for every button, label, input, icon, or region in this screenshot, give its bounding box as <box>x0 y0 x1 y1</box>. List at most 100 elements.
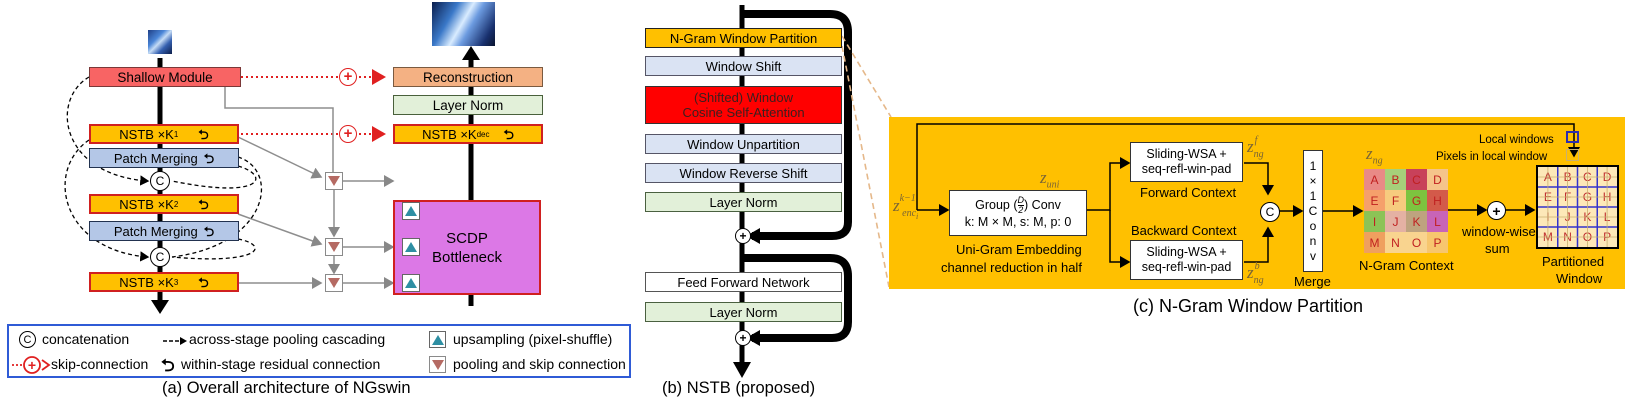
caption-a: (a) Overall architecture of NGswin <box>162 379 411 397</box>
residual-icon: ⮌ <box>198 126 209 142</box>
forward-wsa-line2: seq-refl-win-pad <box>1141 162 1232 176</box>
feed-forward-box: Feed Forward Network <box>645 272 842 292</box>
pixels-local-swatch <box>1566 149 1579 161</box>
nstb-k3-sub: 3 <box>173 277 179 287</box>
pooling-triangle-icon <box>328 176 340 186</box>
legend-skip-label: skip-connection <box>51 356 149 372</box>
backward-context-label: Backward Context <box>1131 223 1237 238</box>
zoom-lines <box>841 35 892 288</box>
svg-text:+: + <box>28 357 36 373</box>
ngram-cell: H <box>1427 190 1448 211</box>
window-label: Window <box>1556 271 1603 286</box>
nstb-kdec-sub: dec <box>476 129 490 139</box>
concat-node-1-label: C <box>155 174 165 188</box>
upsample-tag-2 <box>402 238 420 256</box>
window-reverse-shift-box: Window Reverse Shift <box>645 163 842 183</box>
pooling-tag-3 <box>325 274 343 292</box>
skip-connections <box>241 69 386 142</box>
ngram-cell: P <box>1427 232 1448 253</box>
local-windows-label: Local windows <box>1479 134 1554 146</box>
ngram-cell: L <box>1427 211 1448 232</box>
ngram-cell: K <box>1406 211 1427 232</box>
scdp-label: SCDP <box>446 229 488 247</box>
layer-norm-a-label: Layer Norm <box>432 97 504 113</box>
reconstruction-box: Reconstruction <box>393 67 543 87</box>
ngram-cell: E <box>1364 190 1385 211</box>
cosine-attention-box: (Shifted) Window Cosine Self-Attention <box>645 86 842 124</box>
conv-char: n <box>1309 233 1317 248</box>
zng-label: zng <box>1366 144 1383 167</box>
pooling-connectors <box>224 85 395 289</box>
partitioned-label: Partitioned <box>1542 254 1605 269</box>
legend-upsampling-label: upsampling (pixel-shuffle) <box>453 331 613 347</box>
conv-char: × <box>1309 173 1317 188</box>
patch-merging-2-box: Patch Merging ⮌ <box>89 221 239 241</box>
residual-icon: ⮌ <box>203 223 215 239</box>
skip-plus-1-icon: + <box>339 68 357 86</box>
window-unpartition-box: Window Unpartition <box>645 134 842 154</box>
ngram-cell: M <box>1364 232 1385 253</box>
pooling-triangle-icon <box>328 278 340 288</box>
ngram-cell: A <box>1364 169 1385 190</box>
input-z-label: z k−1 enci <box>893 193 919 221</box>
cosine-attention-line2: Cosine Self-Attention <box>682 105 805 120</box>
concat-node-2-label: C <box>155 250 165 264</box>
pooling-tag-2 <box>325 238 343 256</box>
residual-icon: ⮌ <box>503 126 514 142</box>
layer-norm-a-box: Layer Norm <box>393 95 543 115</box>
residual-icon: ⮌ <box>198 274 209 290</box>
nstb-k1-label: NSTB ×K <box>119 126 174 142</box>
window-sum-plus-icon: + <box>1487 201 1506 220</box>
add-node-2-icon: + <box>735 330 751 346</box>
shallow-module-box: Shallow Module <box>89 67 241 87</box>
merge-label: Merge <box>1294 274 1331 289</box>
ngram-context-label: N-Gram Context <box>1359 258 1454 273</box>
legend-pooling-icon <box>429 356 446 373</box>
ngram-cell: B <box>1385 169 1406 190</box>
nstb-k3-label: NSTB ×K <box>119 274 174 290</box>
backward-wsa-line1: Sliding-WSA + <box>1146 245 1227 259</box>
ngram-cell: G <box>1406 190 1427 211</box>
conv-char: C <box>1308 203 1318 218</box>
pooling-tag-1 <box>325 172 343 190</box>
forward-wsa-line1: Sliding-WSA + <box>1146 147 1227 161</box>
uni-gram-label: Uni-Gram Embedding <box>956 242 1082 257</box>
nstb-k2-sub: 2 <box>173 199 179 209</box>
forward-sliding-wsa-box: Sliding-WSA + seq-refl-win-pad <box>1130 142 1243 182</box>
concat-node-1: C <box>150 171 170 191</box>
upsample-triangle-icon <box>405 206 417 216</box>
patch-merging-1-box: Patch Merging ⮌ <box>89 148 239 168</box>
patch-merging-1-label: Patch Merging <box>113 150 198 166</box>
group-conv-params: k: M × M, s: M, p: 0 <box>964 215 1072 229</box>
input-image-thumbnail <box>148 30 172 54</box>
legend-box: C concatenation across-stage pooling cas… <box>7 324 631 378</box>
add-node-1-icon: + <box>735 228 751 244</box>
legend-concat-label: concatenation <box>42 331 130 347</box>
pixels-local-label: Pixels in local window <box>1436 151 1548 163</box>
legend-pool-cascade-label: across-stage pooling cascading <box>189 331 386 347</box>
layer-norm-b1-box: Layer Norm <box>645 192 842 212</box>
pooling-triangle-icon <box>328 242 340 252</box>
window-wise-label: window-wise <box>1462 224 1536 239</box>
conv-char: v <box>1310 248 1316 263</box>
nstb-k2-label: NSTB ×K <box>119 196 174 212</box>
ngram-cell: I <box>1364 211 1385 232</box>
ngram-cell: C <box>1406 169 1427 190</box>
window-unpartition-label: Window Unpartition <box>687 136 800 152</box>
ngram-cell: F <box>1385 190 1406 211</box>
zuni-label: zuni <box>1040 168 1060 191</box>
conv-char: 1 <box>1309 158 1317 173</box>
ngram-window-partition-box: N-Gram Window Partition <box>645 28 842 48</box>
concat-node-2: C <box>150 247 170 267</box>
sum-label: sum <box>1485 241 1510 256</box>
upsample-tag-3 <box>402 274 420 292</box>
